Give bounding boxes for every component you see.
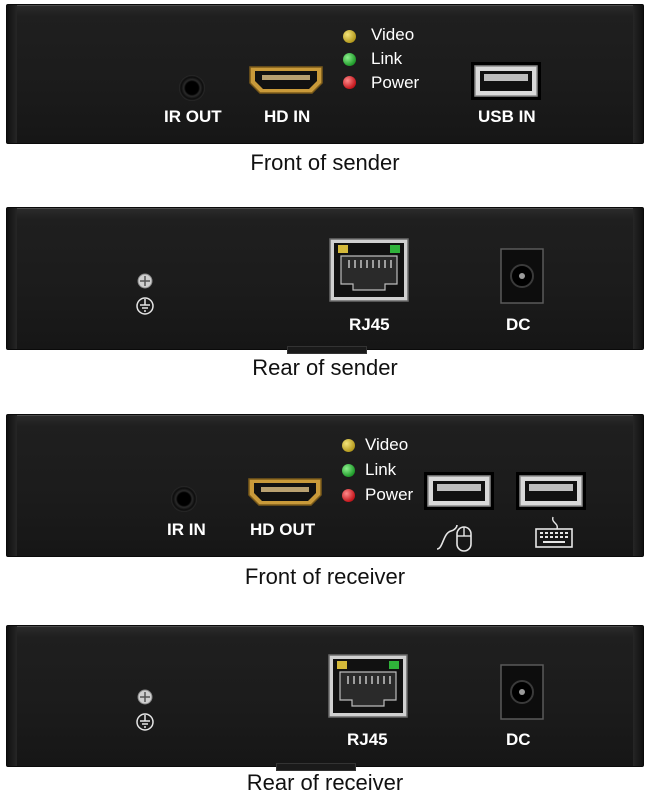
- hd-out-label: HD OUT: [250, 520, 316, 539]
- link-led: [342, 464, 355, 477]
- power-led: [343, 76, 356, 89]
- dc-jack-icon: [500, 664, 544, 720]
- bottom-tab: [276, 763, 356, 771]
- mouse-icon: [436, 524, 472, 552]
- rj45-port-icon: [328, 654, 408, 718]
- panel-right-edge: [633, 5, 643, 143]
- receiver-front-panel: IR IN HD OUT Video Link Power: [6, 414, 644, 557]
- rj45-label: RJ45: [349, 315, 390, 334]
- ir-in-label: IR IN: [167, 520, 206, 539]
- power-led-label: Power: [371, 73, 420, 92]
- link-led: [343, 53, 356, 66]
- usb-in-port-icon: [471, 62, 541, 100]
- ground-icon: [136, 689, 154, 731]
- panel-right-edge: [633, 626, 643, 766]
- panel-right-edge: [633, 415, 643, 556]
- caption-rear-of-sender: Rear of sender: [252, 355, 398, 380]
- sender-front-panel: IR OUT HD IN Video Link Power USB IN: [6, 4, 644, 144]
- ir-in-jack-icon: [171, 486, 197, 512]
- rj45-label: RJ45: [347, 730, 388, 749]
- panel-left-edge: [7, 208, 17, 349]
- panel-left-edge: [7, 5, 17, 143]
- caption-front-of-sender: Front of sender: [250, 150, 400, 175]
- sender-rear-panel: RJ45 DC: [6, 207, 644, 350]
- caption-rear-of-receiver: Rear of receiver: [246, 770, 404, 795]
- hdmi-out-port-icon: [248, 478, 322, 506]
- hd-in-label: HD IN: [264, 107, 311, 126]
- rj45-port-icon: [329, 238, 409, 302]
- keyboard-icon: [535, 516, 573, 548]
- usb-mouse-port-icon: [424, 472, 494, 510]
- caption-front-of-receiver: Front of receiver: [244, 564, 406, 589]
- usb-in-label: USB IN: [478, 107, 536, 126]
- ground-icon: [136, 273, 154, 315]
- bottom-tab: [287, 346, 367, 354]
- ir-out-jack-icon: [179, 75, 205, 101]
- dc-label: DC: [506, 315, 531, 334]
- panel-left-edge: [7, 626, 17, 766]
- receiver-rear-panel: RJ45 DC: [6, 625, 644, 767]
- power-led: [342, 489, 355, 502]
- panel-left-edge: [7, 415, 17, 556]
- power-led-label: Power: [365, 485, 414, 504]
- link-led-label: Link: [365, 460, 397, 479]
- video-led-label: Video: [365, 435, 409, 454]
- video-led: [342, 439, 355, 452]
- hdmi-in-port-icon: [249, 66, 323, 94]
- ir-out-label: IR OUT: [164, 107, 222, 126]
- video-led-label: Video: [371, 25, 415, 44]
- panel-right-edge: [633, 208, 643, 349]
- link-led-label: Link: [371, 49, 403, 68]
- dc-label: DC: [506, 730, 531, 749]
- video-led: [343, 30, 356, 43]
- dc-jack-icon: [500, 248, 544, 304]
- usb-keyboard-port-icon: [516, 472, 586, 510]
